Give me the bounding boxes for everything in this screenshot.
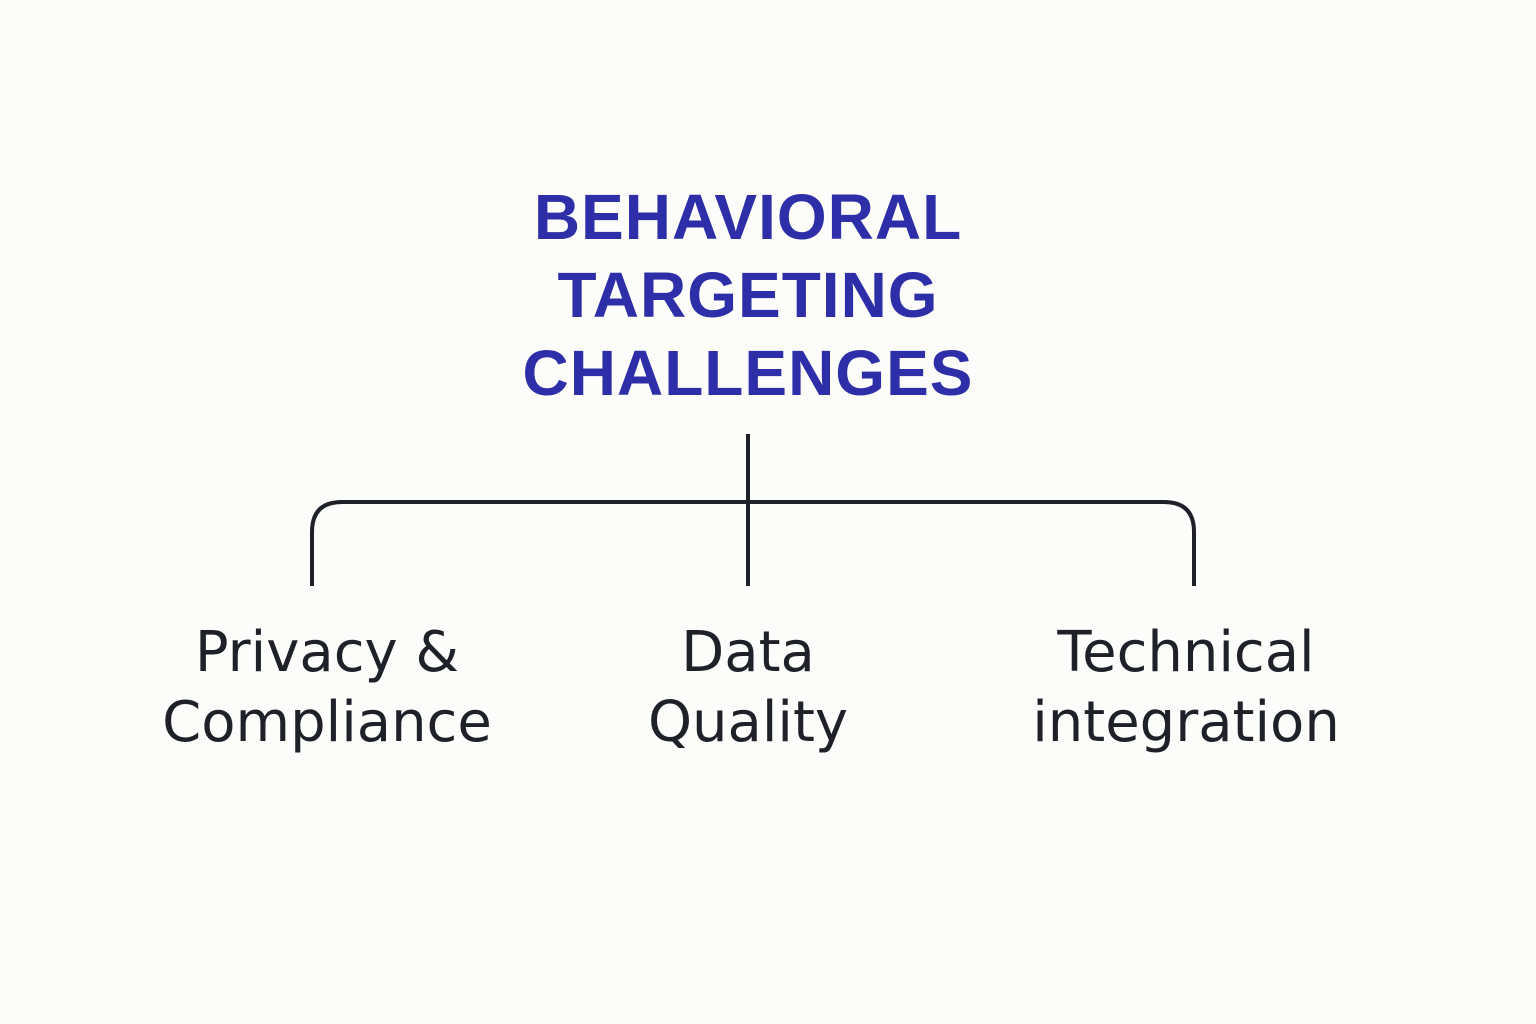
connector-bracket [310,500,1196,586]
child-node-line: integration [1032,690,1340,755]
child-node-line: Data [681,620,815,685]
child-node-data-quality: Data Quality [538,618,958,758]
child-node-line: Technical [1057,620,1315,685]
child-node-technical-integration: Technical integration [976,618,1396,758]
diagram-title: BEHAVIORAL TARGETING CHALLENGES [448,178,1048,412]
title-line-3: CHALLENGES [522,337,974,409]
child-node-line: Compliance [162,690,492,755]
title-line-2: TARGETING [557,259,939,331]
child-node-privacy-compliance: Privacy & Compliance [117,618,537,758]
child-node-line: Quality [647,690,849,755]
title-line-1: BEHAVIORAL [533,181,963,253]
child-node-line: Privacy & [194,620,460,685]
